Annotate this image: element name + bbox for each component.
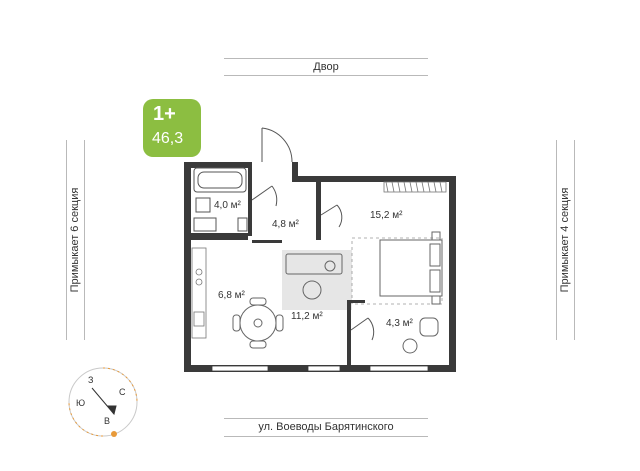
compass-east: В xyxy=(104,416,111,426)
badge-area: 46,3 xyxy=(152,130,184,147)
room-living-area: 11,2 м² xyxy=(291,311,323,322)
top-line-1 xyxy=(224,58,428,59)
top-edge-label: Двор xyxy=(313,61,339,73)
entry-door xyxy=(261,127,293,163)
living-zone xyxy=(282,250,352,310)
bottom-edge-label: ул. Воеводы Барятинского xyxy=(258,421,394,433)
compass-north: С xyxy=(119,387,126,397)
bed xyxy=(379,231,443,305)
room-balcony-area: 4,3 м² xyxy=(386,318,413,329)
bathtub xyxy=(193,167,247,193)
bedroom-door xyxy=(320,204,343,228)
wardrobe xyxy=(383,181,447,193)
balcony-door xyxy=(350,317,375,341)
kitchen-counter xyxy=(191,247,207,339)
bath-sink xyxy=(193,217,248,232)
bedroom-zone xyxy=(351,237,443,305)
right-line-2 xyxy=(574,140,575,340)
bottom-line-2 xyxy=(224,436,428,437)
room-bedroom-area: 15,2 м² xyxy=(370,210,403,221)
left-line-1 xyxy=(66,140,67,340)
right-line-1 xyxy=(556,140,557,340)
compass-south: Ю xyxy=(76,398,86,408)
dining-table xyxy=(232,297,284,349)
balcony-furniture xyxy=(402,317,439,354)
apartment-badge: 1+ 46,3 xyxy=(143,99,201,157)
room-hall-area: 4,8 м² xyxy=(272,219,299,230)
room-bathroom-area: 4,0 м² xyxy=(214,200,241,211)
washing-machine xyxy=(195,197,211,213)
top-line-2 xyxy=(224,75,428,76)
badge-rooms: 1+ xyxy=(153,103,176,125)
left-line-2 xyxy=(84,140,85,340)
compass-west: З xyxy=(88,375,94,385)
sofa xyxy=(285,253,343,300)
bottom-line-1 xyxy=(224,418,428,419)
room-kitchen-area: 6,8 м² xyxy=(218,290,245,301)
sun-icon xyxy=(111,431,117,437)
bath-door xyxy=(251,185,278,207)
compass xyxy=(68,367,138,437)
windows xyxy=(211,365,429,372)
